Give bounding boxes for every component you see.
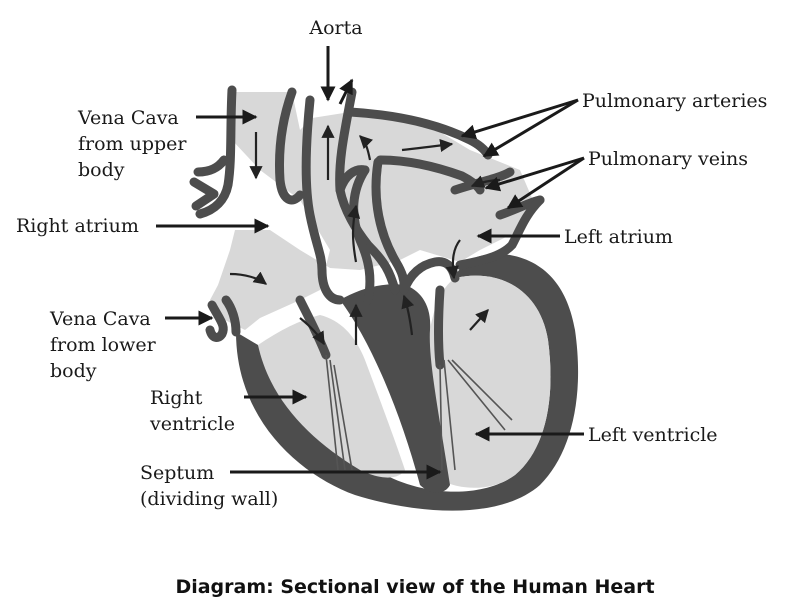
bicuspid-valve [434,285,445,370]
label-vena-cava-lower-line1: Vena Cava [49,308,151,330]
vena-cava-upper-branch [193,155,229,177]
label-septum-line1: Septum [140,462,214,484]
aorta-left-wall [301,95,345,305]
chordae-right [325,354,353,471]
vena-cava-upper-branch-2 [189,177,219,211]
flow-arrow-aorta-arch [359,135,374,161]
label-aorta: Aorta [308,17,362,39]
pulmonary-trunk-inner-wall [371,157,409,295]
pulmonary-trunk-left-wall [349,165,375,305]
ventricle-outer-wall [236,253,579,511]
vena-cava-lower-wall [205,300,228,342]
flow-arrow-right-atrium [229,271,268,285]
label-left-ventricle: Left ventricle [588,424,718,446]
label-septum-line2: (dividing wall) [140,488,278,510]
label-right-atrium: Right atrium [16,215,139,237]
chordae-left [439,359,513,471]
flow-arrow-left-ventricle [469,309,489,331]
flow-arrow-right-av [299,317,325,346]
label-left-atrium: Left atrium [564,226,673,248]
right-av-valve-wall [221,295,241,337]
flow-arrow-left-ventricle-up [401,294,415,336]
label-pulmonary-arteries: Pulmonary arteries [582,90,767,112]
label-right-ventricle-line2: ventricle [149,413,235,435]
leader-lines [156,46,585,480]
flow-arrow-pulmonary-trunk-up [347,204,361,263]
vena-cava-upper-left-wall [195,85,237,219]
figure-caption: Diagram: Sectional view of the Human Hea… [175,576,654,598]
label-vena-cava-upper-line1: Vena Cava [77,107,179,129]
upper-chamber-region [210,92,535,330]
septum-wall [340,284,450,493]
label-vena-cava-lower-line2: from lower [50,334,157,356]
left-atrium-wall [455,195,545,270]
leader-pulmonary-arteries-2 [482,98,579,158]
leader-aorta-2 [338,78,354,105]
label-right-ventricle-line1: Right [150,387,203,409]
flow-arrow-left-atrium-down [445,239,461,280]
label-pulmonary-veins: Pulmonary veins [588,148,748,170]
leader-pulmonary-veins-1 [484,156,585,192]
leader-pulmonary-veins-2 [506,156,585,210]
flow-arrow-pulmonary-artery [401,138,454,153]
heart-drawing [189,85,579,511]
tricuspid-valve [295,295,331,360]
label-vena-cava-upper-line3: body [78,159,125,181]
right-ventricle-cavity [258,315,405,478]
leader-pulmonary-arteries-1 [460,98,579,140]
labels: Aorta Vena Cava from upper body Right at… [16,17,767,598]
label-vena-cava-lower-line3: body [50,360,97,382]
label-vena-cava-upper-line2: from upper [78,133,187,155]
vena-cava-upper-right-wall [275,87,305,205]
